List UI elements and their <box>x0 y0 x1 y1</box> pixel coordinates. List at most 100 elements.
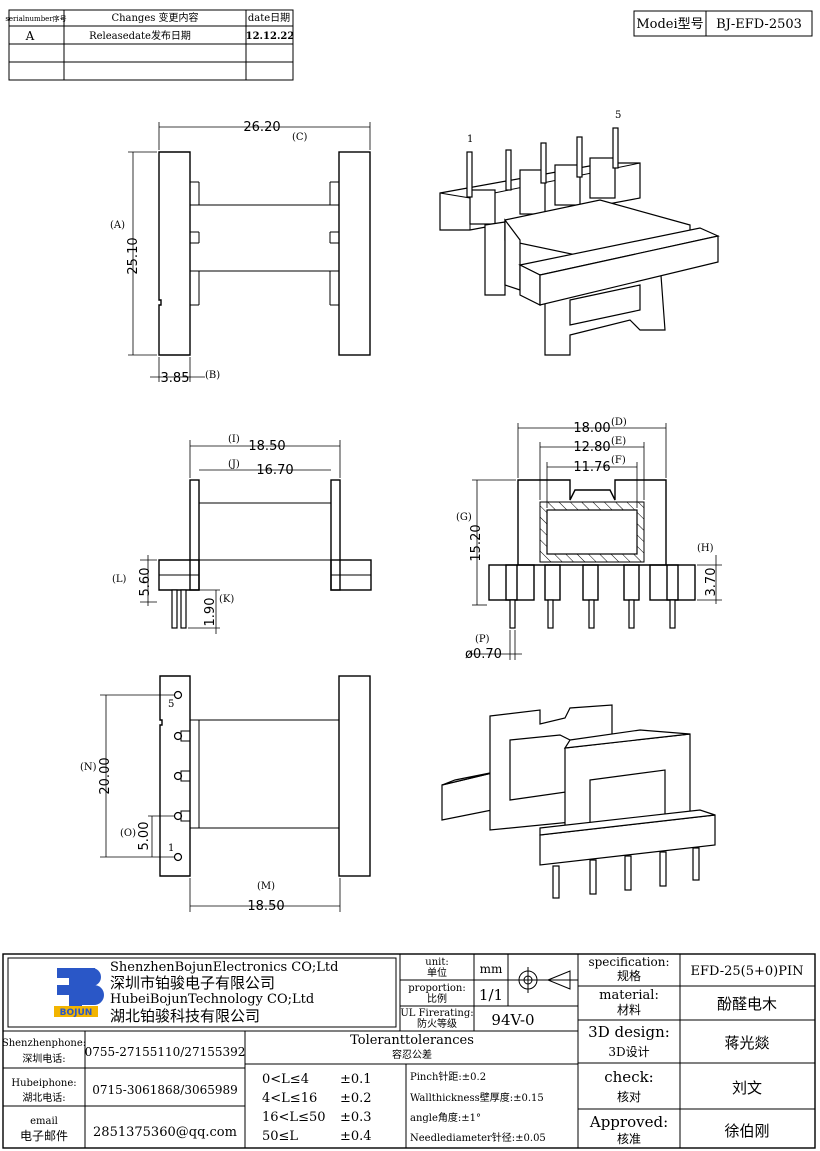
bottom-view: 5 1 20.00 (N) 5.00 (O) 18.50 (M) <box>80 675 371 914</box>
dim-f-value: 11.76 <box>573 460 610 475</box>
dim-p-value: ø0.70 <box>465 647 502 662</box>
design-label-cn: 3D设计 <box>608 1045 649 1059</box>
top-view: 26.20 (C) 25.10 (A) 3.85 (B) <box>110 120 371 386</box>
tolerance-title-cn: 容忍公差 <box>392 1048 432 1061</box>
material-label-cn: 材料 <box>617 1003 641 1017</box>
company-name-en-2: HubeiBojunTechnology CO;Ltd <box>110 992 314 1007</box>
dim-o-tag: (O) <box>120 828 136 839</box>
approved-value: 徐伯刚 <box>724 1122 769 1140</box>
pin-5-label: 5 <box>615 110 621 121</box>
dim-b-value: 3.85 <box>161 371 190 386</box>
side-view: 18.50 (I) 16.70 (J) 5.60 (L) 1.90 (K) <box>112 434 372 634</box>
check-label-cn: 核对 <box>617 1090 641 1104</box>
tolerance-range: 50≤L <box>262 1129 298 1144</box>
tolerance-range: 16<L≤50 <box>262 1110 326 1125</box>
dim-g-value: 15.20 <box>469 524 484 561</box>
dim-j-tag: (J) <box>228 459 240 470</box>
dim-i-tag: (I) <box>228 434 240 445</box>
tolerance-value: ±0.1 <box>340 1072 372 1087</box>
dim-c-tag: (C) <box>292 132 308 143</box>
model-value: BJ-EFD-2503 <box>716 17 802 32</box>
proportion-label-cn: 比例 <box>427 992 447 1005</box>
dim-f-tag: (F) <box>611 455 626 466</box>
title-block <box>2 953 816 1149</box>
proportion-label-en: proportion: <box>408 983 465 994</box>
dim-m-tag: (M) <box>257 881 275 892</box>
ul-value: 94V-0 <box>491 1011 534 1029</box>
design-label-en: 3D design: <box>588 1023 670 1041</box>
contact-label-en: Shenzhenphone: <box>2 1038 86 1049</box>
company-name-cn-2: 湖北铂骏科技有限公司 <box>110 1007 260 1025</box>
dim-j-value: 16.70 <box>256 463 293 478</box>
rev-header-date: date日期 <box>248 12 290 24</box>
pin-1-label: 1 <box>168 843 174 854</box>
dim-p-tag: (P) <box>475 634 490 645</box>
specification-value: EFD-25(5+0)PIN <box>691 964 804 979</box>
contact-value: 0755-27155110/27155392 <box>85 1045 246 1059</box>
specification-label-cn: 规格 <box>617 968 641 983</box>
proportion-value: 1/1 <box>479 986 503 1004</box>
dim-h-value: 3.70 <box>704 568 719 597</box>
approved-label-cn: 核准 <box>617 1132 641 1146</box>
specification-label-en: specification: <box>588 955 669 969</box>
contact-label-en: Hubeiphone: <box>11 1078 76 1089</box>
tolerance-title-en: Toleranttolerances <box>350 1033 474 1048</box>
ul-label-cn: 防火等级 <box>417 1017 457 1030</box>
tolerance-value: ±0.3 <box>340 1110 372 1125</box>
dim-k-value: 1.90 <box>203 598 218 627</box>
tolerance-note: angle角度:±1° <box>410 1111 481 1124</box>
isometric-view-lower <box>441 704 716 899</box>
isometric-view-upper: 1 5 <box>439 110 720 356</box>
unit-label-en: unit: <box>425 957 448 968</box>
check-value: 刘文 <box>732 1079 762 1097</box>
dim-d-tag: (D) <box>611 417 627 428</box>
revision-table: serialnumber序号 Changes 变更内容 date日期 A Rel… <box>5 9 295 81</box>
contact-value: 0715-3061868/3065989 <box>92 1083 238 1097</box>
tolerance-value: ±0.2 <box>340 1091 372 1106</box>
tolerance-range: 0<L≤4 <box>262 1072 309 1087</box>
approved-label-en: Approved: <box>589 1113 668 1131</box>
material-value: 酚醛电木 <box>717 995 777 1013</box>
projection-symbol-icon <box>515 967 571 993</box>
contact-label-cn: 电子邮件 <box>20 1129 68 1143</box>
dim-g-tag: (G) <box>456 512 472 523</box>
model-label: Modei型号 <box>636 17 703 32</box>
dim-e-value: 12.80 <box>573 440 610 455</box>
front-view: 18.00 (D) 12.80 (E) 11.76 (F) 15.20 (G) … <box>456 417 722 662</box>
tolerance-range: 4<L≤16 <box>262 1091 317 1106</box>
rev-cell: Releasedate发布日期 <box>89 29 191 42</box>
contact-value: 2851375360@qq.com <box>93 1125 237 1140</box>
tolerance-note: Needlediameter针径:±0.05 <box>410 1131 546 1144</box>
dim-b-tag: (B) <box>205 370 220 381</box>
design-value: 蒋光燚 <box>724 1034 769 1052</box>
tolerance-value: ±0.4 <box>340 1129 372 1144</box>
pin-5-label: 5 <box>168 699 174 710</box>
tolerance-note: Wallthickness壁厚度:±0.15 <box>410 1091 544 1104</box>
unit-value: mm <box>480 962 503 976</box>
company-logo: BOJUN <box>54 968 104 1018</box>
dim-a-value: 25.10 <box>126 237 141 274</box>
dim-l-value: 5.60 <box>138 568 153 597</box>
material-label-en: material: <box>599 988 659 1003</box>
rev-header-serial: serialnumber序号 <box>5 14 66 23</box>
company-name-cn-1: 深圳市铂骏电子有限公司 <box>110 974 275 992</box>
rev-cell: A <box>25 29 35 43</box>
dim-m-value: 18.50 <box>247 899 284 914</box>
contact-label-cn: 深圳电话: <box>22 1052 65 1065</box>
logo-text: BOJUN <box>60 1008 93 1018</box>
pin-1-label: 1 <box>467 134 473 145</box>
rev-header-changes: Changes 变更内容 <box>111 11 198 24</box>
dim-n-value: 20.00 <box>98 757 113 794</box>
ul-label-en: UL Firerating: <box>400 1008 473 1019</box>
rev-cell: 12.12.22 <box>246 31 295 42</box>
unit-label-cn: 单位 <box>427 966 447 979</box>
model-box: Modei型号 BJ-EFD-2503 <box>633 10 813 37</box>
dim-i-value: 18.50 <box>248 439 285 454</box>
dim-n-tag: (N) <box>80 762 97 773</box>
tolerance-note: Pinch针距:±0.2 <box>410 1070 486 1083</box>
dim-d-value: 18.00 <box>573 421 610 436</box>
contact-label-cn: 湖北电话: <box>22 1091 65 1104</box>
dim-h-tag: (H) <box>697 543 714 554</box>
contact-label-en: email <box>30 1116 58 1127</box>
